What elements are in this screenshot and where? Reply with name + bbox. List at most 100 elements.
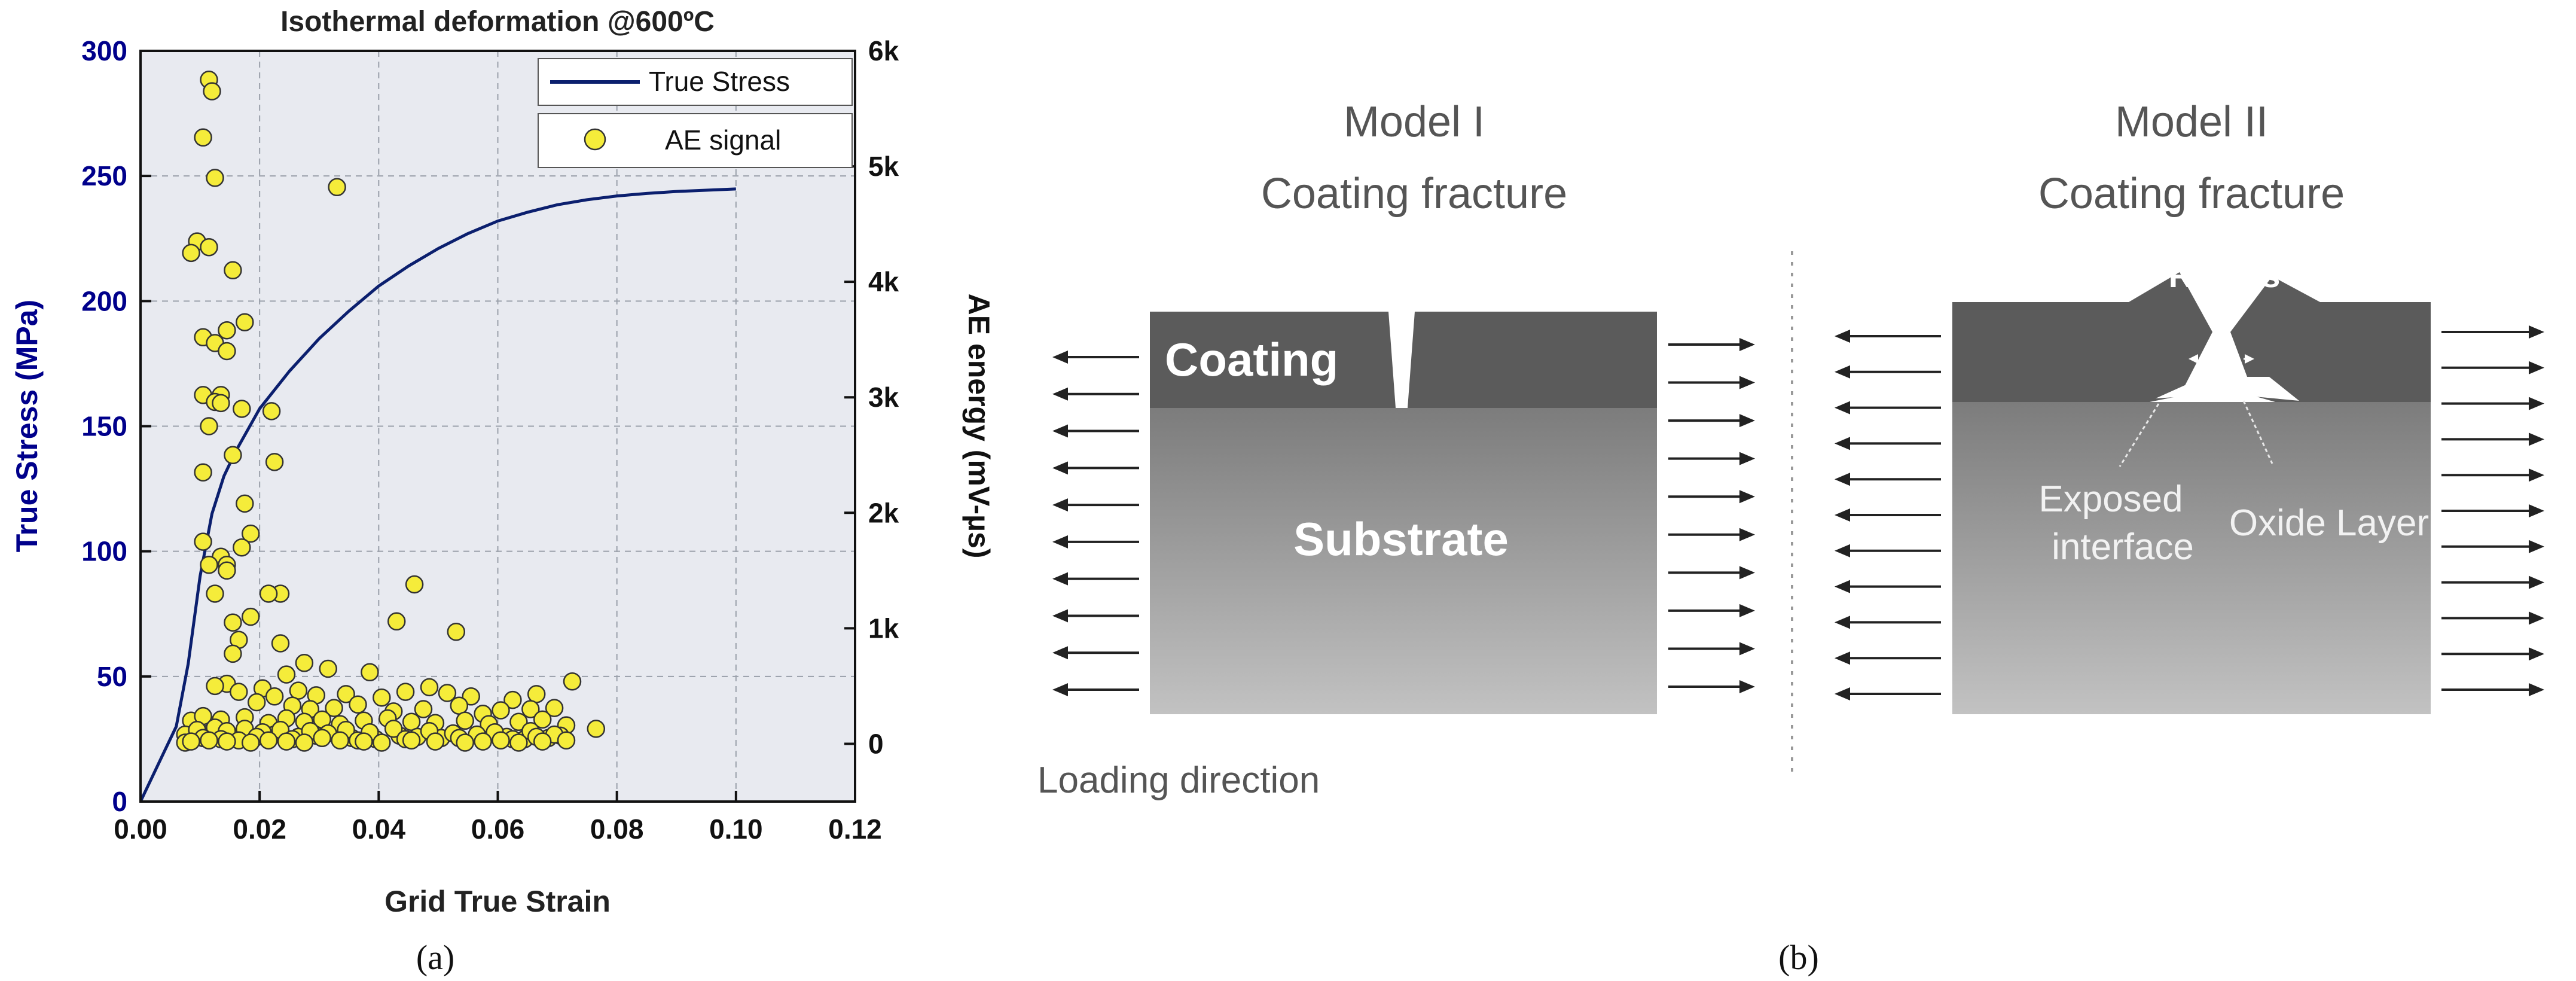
load-arrow-head [1052, 351, 1068, 364]
ae-signal-point [277, 732, 296, 751]
right-tick-label: 4k [868, 266, 899, 297]
ae-signal-point [349, 695, 367, 714]
model2-subtitle: Coating fracture [2038, 170, 2345, 218]
ae-signal-point [462, 687, 480, 706]
ae-signal-point [233, 400, 251, 418]
ae-signal-point [447, 622, 466, 641]
ae-signal-point [218, 732, 236, 751]
load-arrow-head [1052, 535, 1068, 549]
model1-arrows-left [1052, 351, 1139, 696]
ae-signal-point [259, 731, 278, 750]
panel-label-a: (a) [416, 938, 454, 977]
ae-signal-point [509, 733, 528, 752]
ae-signal-point [233, 538, 251, 557]
ae-signal-point [241, 733, 260, 752]
load-arrow-head [1052, 387, 1068, 401]
load-arrow-head [1739, 414, 1755, 428]
ae-signal-point [203, 82, 221, 100]
load-arrow-head [1052, 646, 1068, 660]
ae-signal-point [361, 663, 379, 682]
panel-label-b: (b) [1778, 938, 1819, 977]
right-tick-label: 2k [868, 497, 899, 528]
legend-marker-swatch [584, 128, 606, 151]
x-tick-label: 0.12 [828, 814, 882, 845]
ae-signal-point [527, 685, 546, 703]
model2-coating-left [1952, 272, 2212, 402]
load-arrow-head [1835, 508, 1850, 522]
ae-signal-series [176, 71, 606, 752]
x-tick-label: 0.08 [590, 814, 644, 845]
model2-opening-arrow-right [2245, 354, 2254, 364]
ae-signal-point [405, 575, 424, 594]
ae-signal-point [194, 532, 212, 551]
chart-title: Isothermal deformation @600ºC [280, 6, 715, 38]
ae-signal-point [426, 732, 445, 751]
left-tick-label: 200 [81, 285, 127, 316]
load-arrow-head [2529, 468, 2544, 482]
model2-title: Model II [2115, 98, 2268, 146]
load-arrow-head [1835, 544, 1850, 557]
load-arrow-head [1835, 330, 1850, 343]
load-arrow-head [2529, 432, 2544, 446]
load-arrow-head [1835, 616, 1850, 629]
load-arrow-head [2529, 325, 2544, 339]
model2-ridges-label: Ridges [2169, 257, 2281, 294]
ae-signal-point [206, 169, 224, 187]
ae-signal-point [218, 342, 236, 361]
load-arrow-head [1835, 365, 1850, 379]
ae-signal-point [295, 733, 314, 752]
ae-signal-point [545, 699, 564, 717]
right-tick-label: 6k [868, 35, 899, 66]
model2-arrows-left [1835, 330, 1941, 700]
ae-signal-point [450, 696, 469, 715]
left-tick-label: 150 [81, 411, 127, 442]
ae-signal-point [402, 731, 421, 750]
load-arrow-head [2529, 361, 2544, 374]
model1-substrate [1150, 408, 1657, 714]
ae-signal-point [563, 672, 582, 691]
model1-subtitle: Coating fracture [1261, 170, 1567, 218]
ae-signal-point [420, 678, 439, 697]
ae-signal-point [194, 463, 212, 482]
ae-signal-point [396, 683, 415, 701]
left-tick-label: 100 [81, 536, 127, 567]
load-arrow-head [1739, 680, 1755, 693]
ae-signal-point [218, 321, 236, 340]
model1-substrate-label: Substrate [1293, 513, 1509, 565]
x-tick-label: 0.06 [471, 814, 525, 845]
ae-signal-point [206, 584, 224, 603]
ae-signal-point [241, 607, 260, 626]
load-arrow-head [2529, 397, 2544, 410]
right-tick-label: 0 [868, 728, 884, 759]
ae-signal-point [182, 243, 200, 263]
load-arrow-head [1052, 683, 1068, 696]
load-arrow-head [1835, 651, 1850, 665]
left-tick-label: 300 [81, 35, 127, 66]
load-arrow-head [2529, 575, 2544, 589]
load-arrow-head [2529, 647, 2544, 661]
x-tick-label: 0.10 [709, 814, 763, 845]
load-arrow-head [1052, 609, 1068, 623]
ae-signal-point [295, 654, 314, 672]
left-tick-label: 0 [112, 786, 127, 817]
model2-exposed-gap [2156, 377, 2299, 401]
model2-oxide-label: Oxide Layer [2229, 502, 2429, 544]
load-arrow-head [1739, 452, 1755, 465]
model2-coating-right [2230, 276, 2431, 402]
load-arrow-head [1739, 490, 1755, 504]
ae-signal-point [456, 733, 474, 752]
ae-signal-point [236, 313, 254, 331]
load-arrow-head [1052, 424, 1068, 438]
grid-lines [141, 51, 855, 802]
x-axis-label: Grid True Strain [384, 885, 611, 918]
ae-signal-point [200, 417, 218, 435]
load-arrow-head [1052, 572, 1068, 586]
ae-signal-point [373, 733, 391, 752]
right-tick-label: 5k [868, 151, 899, 182]
ae-signal-point [456, 711, 474, 730]
model2-exposed-pointer [2119, 403, 2160, 467]
ae-signal-point [241, 524, 260, 543]
